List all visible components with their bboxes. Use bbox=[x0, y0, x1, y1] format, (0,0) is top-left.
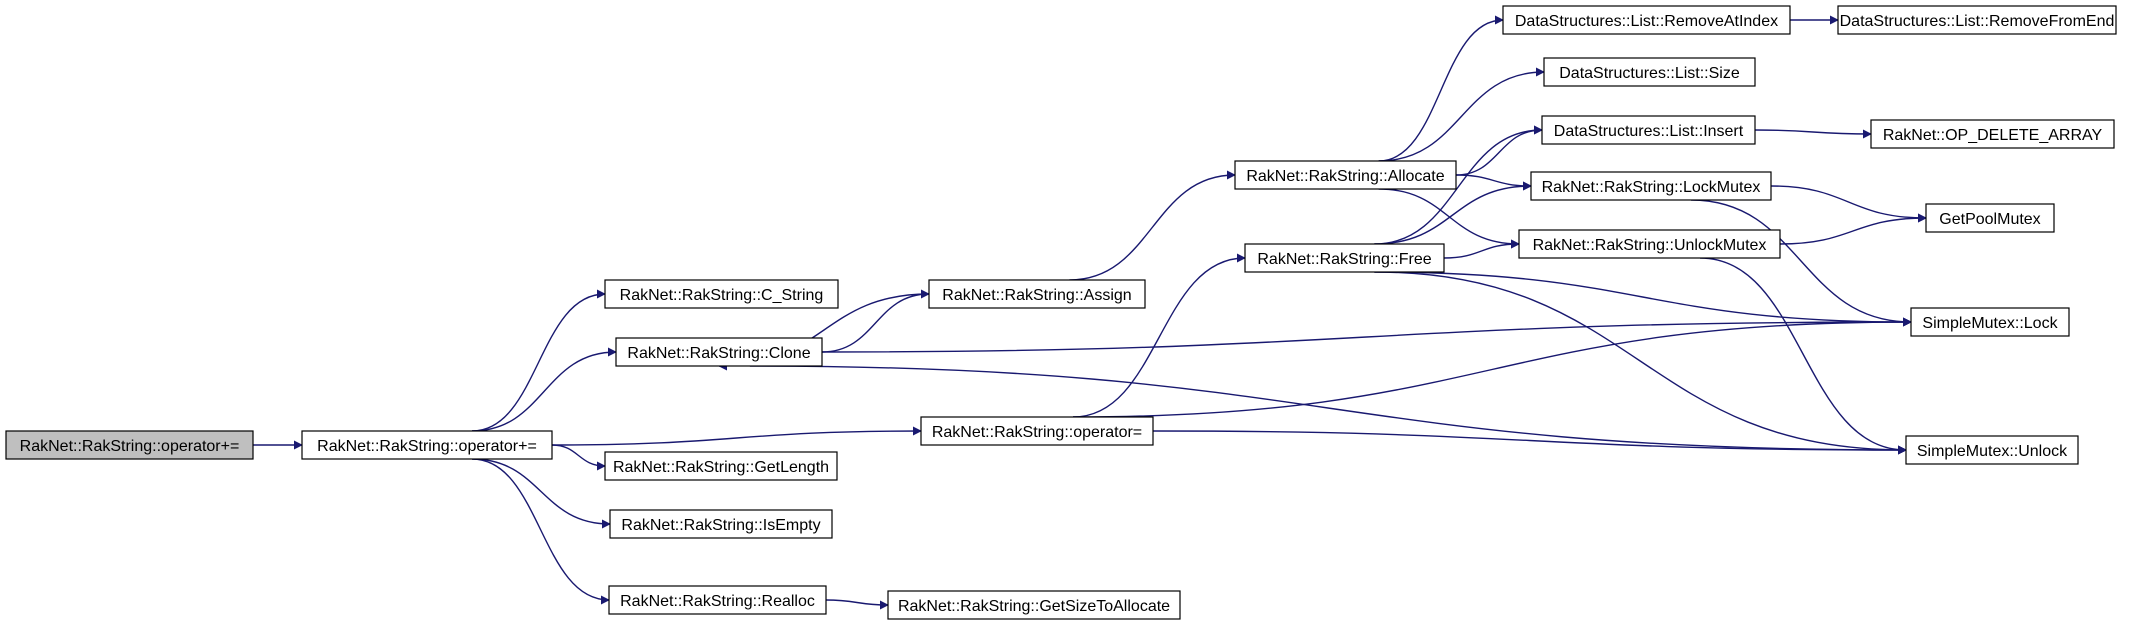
node-free[interactable]: RakNet::RakString::Free bbox=[1244, 243, 1445, 273]
edge-unlockmutex-to-unlock bbox=[1699, 257, 1907, 455]
edge-opeq-main-to-clone bbox=[471, 347, 617, 432]
node-box bbox=[1925, 203, 2055, 233]
node-unlock[interactable]: SimpleMutex::Unlock bbox=[1905, 435, 2079, 465]
node-box bbox=[615, 337, 823, 367]
node-c-string[interactable]: RakNet::RakString::C_String bbox=[604, 279, 839, 309]
node-label: DataStructures::List::RemoveFromEnd bbox=[1840, 13, 2115, 30]
edge-opeq-main-to-realloc bbox=[471, 458, 610, 605]
node-insert[interactable]: DataStructures::List::Insert bbox=[1541, 115, 1756, 145]
node-op-delete-array[interactable]: RakNet::OP_DELETE_ARRAY bbox=[1870, 119, 2115, 149]
node-box bbox=[920, 416, 1154, 446]
edge-operator-eq-to-lock bbox=[1072, 317, 1912, 418]
node-label: DataStructures::List::RemoveAtIndex bbox=[1515, 13, 1778, 30]
node-getlength[interactable]: RakNet::RakString::GetLength bbox=[604, 451, 838, 481]
edge-clone-to-assign bbox=[821, 289, 930, 353]
node-label: SimpleMutex::Lock bbox=[1922, 315, 2058, 332]
node-label: RakNet::RakString::Free bbox=[1257, 251, 1431, 268]
node-unlockmutex[interactable]: RakNet::RakString::UnlockMutex bbox=[1518, 229, 1781, 259]
node-label: RakNet::RakString::UnlockMutex bbox=[1533, 237, 1767, 254]
edge-free-to-unlockmutex bbox=[1443, 239, 1520, 259]
edge-allocate-to-size bbox=[1378, 67, 1545, 162]
node-clone[interactable]: RakNet::RakString::Clone bbox=[615, 337, 823, 367]
node-box bbox=[1502, 5, 1791, 35]
edge-allocate-to-unlockmutex bbox=[1378, 188, 1520, 249]
node-box bbox=[1905, 435, 2079, 465]
node-assign[interactable]: RakNet::RakString::Assign bbox=[928, 279, 1146, 309]
node-label: RakNet::RakString::operator= bbox=[932, 424, 1142, 441]
node-box bbox=[608, 585, 827, 615]
edge-lockmutex-to-getpoolmutex bbox=[1770, 185, 1927, 223]
node-box bbox=[5, 430, 254, 460]
node-allocate[interactable]: RakNet::RakString::Allocate bbox=[1234, 160, 1457, 190]
node-operator-eq[interactable]: RakNet::RakString::operator= bbox=[920, 416, 1154, 446]
node-label: RakNet::RakString::Clone bbox=[627, 345, 810, 362]
edge-allocate-to-insert bbox=[1455, 125, 1543, 176]
edge-insert-to-op-delete-array bbox=[1754, 129, 1872, 139]
node-box bbox=[1530, 171, 1772, 201]
node-removeatindex[interactable]: DataStructures::List::RemoveAtIndex bbox=[1502, 5, 1791, 35]
edge-opeq-main-to-getlength bbox=[551, 444, 606, 471]
edge-assign-to-allocate bbox=[1069, 170, 1236, 281]
edges bbox=[253, 15, 1927, 610]
node-label: RakNet::RakString::operator+= bbox=[317, 438, 537, 455]
edge-opeq-main-to-c-string bbox=[471, 289, 606, 432]
node-size[interactable]: DataStructures::List::Size bbox=[1543, 57, 1756, 87]
node-label: RakNet::RakString::IsEmpty bbox=[621, 517, 820, 534]
node-box bbox=[604, 279, 839, 309]
node-label: SimpleMutex::Unlock bbox=[1917, 443, 2068, 460]
node-box bbox=[887, 590, 1181, 620]
edge-clone-to-lock bbox=[821, 317, 1912, 353]
node-box bbox=[1837, 5, 2117, 35]
edge-free-to-lock bbox=[1374, 271, 1912, 327]
node-box bbox=[1543, 57, 1756, 87]
node-label: RakNet::RakString::Allocate bbox=[1246, 168, 1444, 185]
edge-free-to-insert bbox=[1374, 125, 1543, 245]
node-label: RakNet::RakString::C_String bbox=[620, 287, 824, 304]
node-lock[interactable]: SimpleMutex::Lock bbox=[1910, 307, 2070, 337]
node-realloc[interactable]: RakNet::RakString::Realloc bbox=[608, 585, 827, 615]
edge-operator-eq-to-unlock bbox=[1152, 430, 1907, 455]
node-box bbox=[928, 279, 1146, 309]
node-box bbox=[604, 451, 838, 481]
edge-realloc-to-getsizetoallocate bbox=[825, 599, 889, 610]
edge-opeq-main-to-isempty bbox=[471, 458, 611, 529]
node-label: RakNet::OP_DELETE_ARRAY bbox=[1883, 127, 2103, 144]
node-label: DataStructures::List::Size bbox=[1559, 65, 1740, 82]
node-label: RakNet::RakString::operator+= bbox=[20, 438, 240, 455]
node-box bbox=[1234, 160, 1457, 190]
node-getsizetoallocate[interactable]: RakNet::RakString::GetSizeToAllocate bbox=[887, 590, 1181, 620]
edge-allocate-to-lockmutex bbox=[1455, 174, 1532, 191]
node-box bbox=[1910, 307, 2070, 337]
node-opeq-main[interactable]: RakNet::RakString::operator+= bbox=[301, 430, 553, 460]
edge-allocate-to-removeatindex bbox=[1378, 15, 1504, 162]
node-removefromend[interactable]: DataStructures::List::RemoveFromEnd bbox=[1837, 5, 2117, 35]
node-lockmutex[interactable]: RakNet::RakString::LockMutex bbox=[1530, 171, 1772, 201]
node-label: RakNet::RakString::Realloc bbox=[620, 593, 815, 610]
node-box bbox=[1541, 115, 1756, 145]
edge-operator-eq-to-free bbox=[1072, 253, 1246, 418]
node-box bbox=[1244, 243, 1445, 273]
nodes: RakNet::RakString::operator+=RakNet::Rak… bbox=[5, 5, 2117, 620]
node-label: DataStructures::List::Insert bbox=[1554, 123, 1744, 140]
node-box bbox=[1518, 229, 1781, 259]
node-label: RakNet::RakString::GetLength bbox=[613, 459, 829, 476]
edge-opeq-main-to-operator-eq bbox=[551, 426, 922, 446]
edge-free-to-unlock bbox=[1374, 271, 1907, 455]
node-label: RakNet::RakString::GetSizeToAllocate bbox=[898, 598, 1170, 615]
edge-free-to-lockmutex bbox=[1374, 181, 1532, 245]
node-box bbox=[609, 509, 833, 539]
node-getpoolmutex[interactable]: GetPoolMutex bbox=[1925, 203, 2055, 233]
node-label: GetPoolMutex bbox=[1939, 211, 2040, 228]
node-isempty[interactable]: RakNet::RakString::IsEmpty bbox=[609, 509, 833, 539]
edge-clone-to-unlock bbox=[749, 365, 1907, 455]
edge-unlockmutex-to-getpoolmutex bbox=[1779, 213, 1927, 245]
node-root[interactable]: RakNet::RakString::operator+= bbox=[5, 430, 254, 460]
node-label: RakNet::RakString::Assign bbox=[942, 287, 1131, 304]
node-box bbox=[1870, 119, 2115, 149]
node-label: RakNet::RakString::LockMutex bbox=[1542, 179, 1761, 196]
edge-lockmutex-to-lock bbox=[1690, 199, 1912, 327]
node-box bbox=[301, 430, 553, 460]
